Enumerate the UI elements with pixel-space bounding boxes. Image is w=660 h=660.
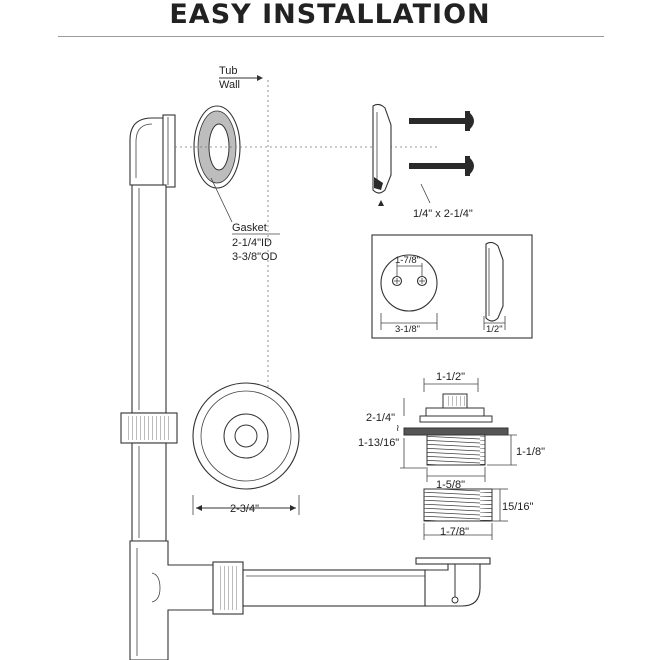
- faceplate-side-view: [372, 103, 392, 206]
- title-divider: [58, 36, 604, 37]
- thread-width-label: 1-7/8": [440, 526, 469, 538]
- drain-flange-front: 2-3/4": [192, 382, 300, 515]
- screw-size-label: 1/4" x 2-1/4": [413, 208, 473, 220]
- page-title: EASY INSTALLATION: [169, 0, 491, 30]
- stopper-flange-height-label: 1-13/16": [358, 437, 399, 449]
- faceplate-side-detail: [485, 241, 504, 322]
- flange-diameter-label: 2-3/4": [230, 503, 259, 515]
- overflow-elbow: [129, 117, 167, 186]
- drain-body-height-label: 1-1/8": [516, 446, 545, 458]
- elbow-highlight: [135, 123, 153, 178]
- screw-top: [409, 118, 467, 124]
- threaded-coupling: [423, 488, 493, 522]
- svg-text:≀: ≀: [396, 423, 400, 434]
- screw-bottom: [409, 163, 467, 169]
- upper-pipe: [131, 184, 167, 414]
- stopper-top-width-label: 1-1/2": [436, 371, 465, 383]
- faceplate-diameter-label: 3-1/8": [395, 324, 420, 335]
- faceplate-front: [380, 254, 438, 312]
- gasket-id-label: 2-1/4"ID: [232, 237, 272, 249]
- faceplate-depth-label: 1/2": [486, 324, 503, 335]
- stopper-drain-assembly: 1-1/2" 2-1/4" ≀ 1-13/16" 1-1/8": [358, 371, 545, 540]
- faceplate-detail: 1-7/8" 3-1/8" 1/2": [371, 234, 533, 339]
- overflow-flange: [162, 114, 176, 188]
- stopper-height-label: 2-1/4": [366, 412, 395, 424]
- gasket-label: Gasket: [232, 222, 267, 234]
- tub-wall-label-2: Wall: [219, 79, 240, 91]
- tub-wall-label-1: Tub: [219, 65, 238, 77]
- drain-body-width-label: 1-5/8": [436, 479, 465, 491]
- drain-arm-assembly: [212, 557, 491, 615]
- mounting-screws: [409, 111, 474, 176]
- drain-tee: [129, 540, 217, 660]
- shoe-flange: [415, 557, 491, 565]
- faceplate-spacing-label: 1-7/8": [395, 255, 420, 266]
- gasket-od-label: 3-3/8"OD: [232, 251, 278, 263]
- thread-height-label: 15/16": [502, 501, 534, 513]
- drain-arm: [242, 569, 429, 607]
- lower-pipe: [131, 442, 167, 542]
- overflow-pipe-assembly: [120, 114, 217, 660]
